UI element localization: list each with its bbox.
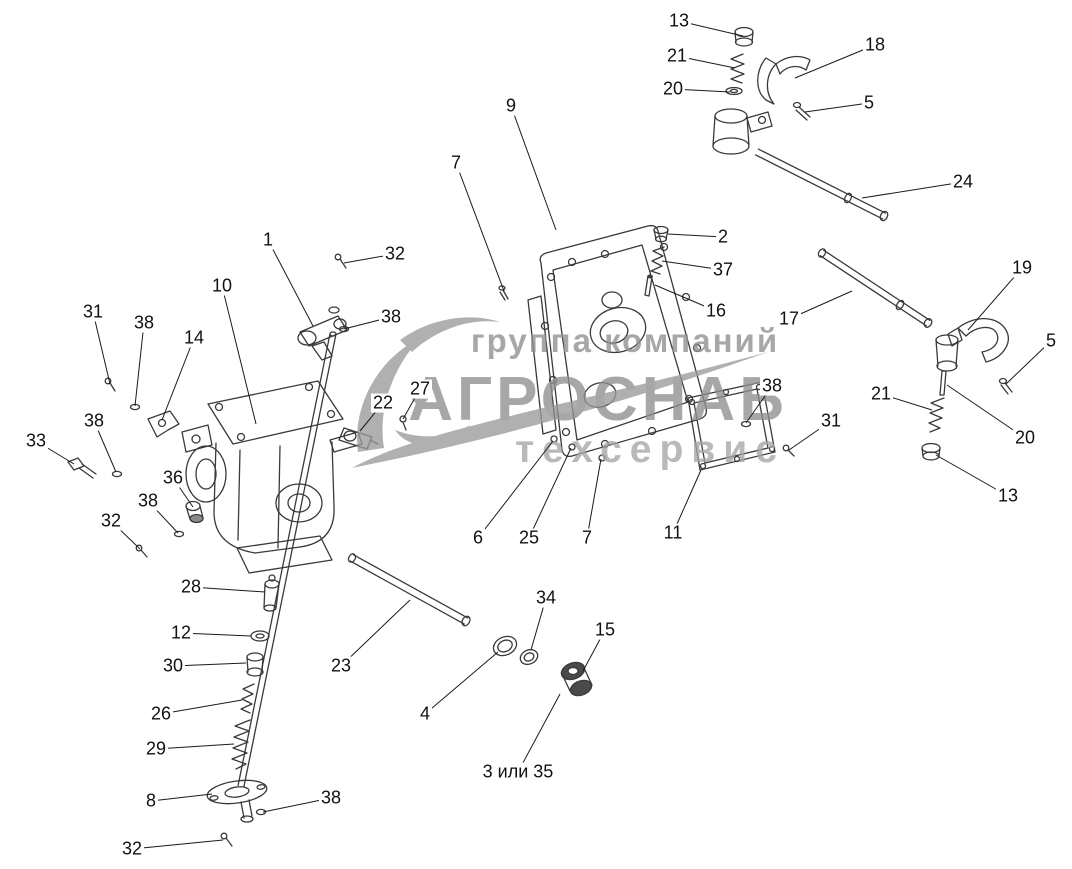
leader-line <box>788 290 853 320</box>
leader-line <box>804 102 870 113</box>
watermark-line3: техсервис <box>515 428 785 471</box>
leader-line <box>262 797 332 813</box>
leader-line <box>180 632 252 637</box>
leader-line <box>672 88 731 93</box>
leader-line <box>861 181 964 199</box>
leader-line <box>586 458 602 539</box>
part-detent-group <box>231 574 280 770</box>
part-housing-10 <box>181 380 363 574</box>
part-shaft-23 <box>347 553 471 627</box>
leader-line <box>667 233 724 238</box>
leader-line <box>35 440 75 465</box>
part-cap-spring-pin <box>644 225 669 297</box>
leader-line <box>654 284 717 312</box>
watermark-line2: АГРОСНАБ <box>408 365 788 434</box>
leader-line <box>678 20 744 37</box>
leader-line <box>455 162 505 292</box>
leader-line <box>343 316 392 330</box>
leader-line <box>221 285 257 425</box>
leader-line <box>110 520 141 550</box>
part-washers-and-nut <box>492 635 593 697</box>
leader-line <box>530 597 547 651</box>
part-fork-19-assembly <box>921 317 1013 461</box>
leader-line <box>794 44 876 79</box>
leader-line <box>190 586 266 593</box>
leader-line <box>150 793 213 802</box>
leader-line <box>967 267 1023 331</box>
part-shaft-17 <box>817 248 933 328</box>
leader-line <box>517 693 561 773</box>
leader-line <box>582 629 606 672</box>
part-rod-and-flange-8 <box>206 331 337 847</box>
leader-line <box>340 599 411 667</box>
watermark-line1: группа компаний <box>471 322 779 359</box>
leader-line <box>661 260 724 271</box>
part-shaft-24 <box>754 148 889 222</box>
leader-line <box>134 322 145 407</box>
leader-line <box>424 651 499 715</box>
leader-line <box>161 337 195 421</box>
leader-line <box>477 440 554 539</box>
machinery-drawing <box>67 26 1013 847</box>
leader-line <box>946 384 1026 439</box>
leader-line <box>92 311 111 385</box>
leader-line <box>147 500 179 534</box>
small-fasteners <box>67 377 204 558</box>
leader-line <box>880 393 933 411</box>
leader-line <box>172 662 247 667</box>
leader-line <box>672 469 702 534</box>
watermark: группа компаний АГРОСНАБ техсервис <box>352 317 788 471</box>
leader-line <box>93 420 117 473</box>
leader-line <box>935 454 1009 497</box>
leader-line <box>172 477 194 508</box>
part-lever-1 <box>297 253 350 361</box>
part-cover-9 <box>498 224 708 462</box>
leader-line <box>676 55 736 69</box>
leader-line <box>155 743 235 750</box>
leader-line <box>1005 340 1052 385</box>
leader-line <box>510 105 557 231</box>
leader-line <box>131 839 224 850</box>
part-fork-18-assembly <box>712 26 811 155</box>
leader-line <box>160 699 243 715</box>
leader-line <box>788 420 832 451</box>
leader-line <box>343 253 396 264</box>
leader-line <box>528 447 572 539</box>
leader-line <box>267 239 314 327</box>
